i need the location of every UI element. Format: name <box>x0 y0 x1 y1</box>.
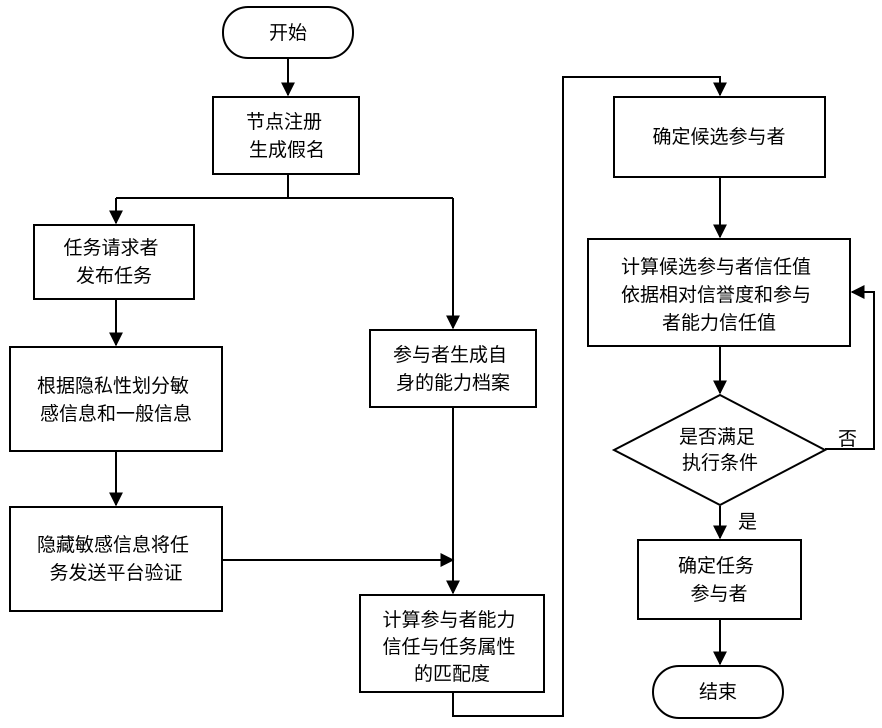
hide-line-1: 隐藏敏感信息将任 <box>37 534 189 556</box>
yes-label: 是 <box>738 511 757 533</box>
register-line-1: 节点注册 <box>246 111 322 133</box>
end-node: 结束 <box>653 666 783 718</box>
hide-box: 隐藏敏感信息将任 务发送平台验证 <box>10 507 222 611</box>
profile-box: 参与者生成自 身的能力档案 <box>370 330 536 407</box>
register-line-2: 生成假名 <box>249 139 325 161</box>
trust-box: 计算候选参与者信任值 依据相对信誉度和参与 者能力信任值 <box>588 239 850 346</box>
start-node: 开始 <box>223 7 353 58</box>
decision-line-1: 是否满足 <box>679 426 755 448</box>
match-line-3: 的匹配度 <box>414 663 490 685</box>
trust-line-1: 计算候选参与者信任值 <box>621 256 811 278</box>
no-label: 否 <box>838 428 857 450</box>
decision-diamond: 是否满足 执行条件 <box>614 395 825 505</box>
candidates-box: 确定候选参与者 <box>614 97 825 177</box>
classify-line-2: 感信息和一般信息 <box>40 403 192 425</box>
decision-line-2: 执行条件 <box>682 452 758 474</box>
classify-line-1: 根据隐私性划分敏 <box>37 375 189 397</box>
profile-line-1: 参与者生成自 <box>393 344 507 366</box>
confirm-line-1: 确定任务 <box>678 555 754 577</box>
start-label: 开始 <box>269 22 307 44</box>
confirm-box: 确定任务 参与者 <box>638 540 801 619</box>
hide-line-2: 务发送平台验证 <box>49 562 182 584</box>
candidates-label: 确定候选参与者 <box>652 126 785 148</box>
register-box: 节点注册 生成假名 <box>213 97 359 174</box>
publish-line-1: 任务请求者 <box>63 237 158 259</box>
match-box: 计算参与者能力 信任与任务属性 的匹配度 <box>360 595 544 692</box>
match-line-2: 信任与任务属性 <box>382 636 515 658</box>
profile-line-2: 身的能力档案 <box>396 372 510 394</box>
match-line-1: 计算参与者能力 <box>382 609 515 631</box>
classify-box: 根据隐私性划分敏 感信息和一般信息 <box>10 347 222 451</box>
publish-box: 任务请求者 发布任务 <box>34 225 194 299</box>
confirm-line-2: 参与者 <box>690 583 747 605</box>
trust-line-2: 依据相对信誉度和参与 <box>621 284 811 306</box>
publish-line-2: 发布任务 <box>76 265 152 287</box>
end-label: 结束 <box>699 681 737 703</box>
trust-line-3: 者能力信任值 <box>662 312 776 334</box>
